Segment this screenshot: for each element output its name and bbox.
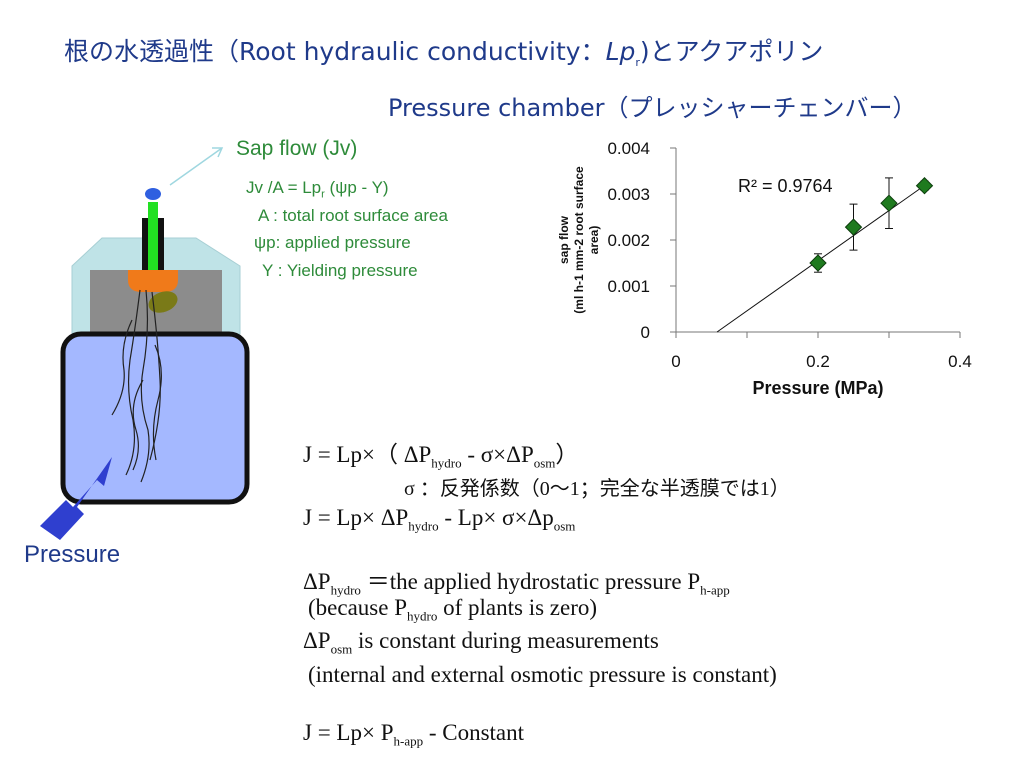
y-axis-title-line: sap flow [557,215,571,264]
eq-8: J = Lp× Ph-app - Constant [303,720,525,749]
title-lp: Lp [605,37,636,66]
x-tick-label: 0.4 [948,352,972,371]
data-point [809,254,827,272]
y-tick-label: 0.003 [607,185,650,204]
eq-6: ΔPosm is constant during measurements [303,628,659,657]
trendline [716,182,929,333]
formula-jv: Jv /A = Lpr (ψp - Y) [246,178,389,201]
data-point [880,194,898,212]
pressure-arrow [40,457,112,540]
y-tick-label: 0.001 [607,277,650,296]
pressure-label: Pressure [24,541,121,568]
eq-4: ΔPhydro ＝the applied hydrostatic pressur… [303,569,730,598]
eq-7: (internal and external osmotic pressure … [308,662,777,687]
y-axis-title-line: (ml h-1 mm-2 root surface [572,166,586,314]
sap-droplet [145,188,161,200]
x-tick-label: 0.2 [806,352,830,371]
pressure-chamber-diagram [40,147,250,540]
def-y: Y : Yielding pressure [262,261,418,280]
page-subtitle: Pressure chamber（プレッシャーチェンバー） [388,94,917,122]
y-tick-label: 0.004 [607,139,650,158]
sap-flow-chart: 0 0.001 0.002 0.003 0.004 0 0.2 0.4 R² = 0.9764P… [557,139,972,398]
eq-5: (because Phydro of plants is zero) [308,595,598,624]
x-axis-title: Pressure (MPa) [752,378,883,398]
eq-3: J = Lp× ΔPhydro - Lp× σ×Δposm [303,505,576,534]
y-tick-label: 0 [641,323,650,342]
eq-2: σ ：反発係数（0〜1；完全な半透膜では1） [404,478,790,500]
title-text: 根の水透過性（Root hydraulic conductivity： [64,37,606,66]
x-tick-label: 0 [671,352,680,371]
data-point [844,218,863,236]
def-a: A : total root surface area [258,206,448,225]
def-psi: ψp: applied pressure [254,233,411,252]
roots [111,289,162,483]
r-squared-label: R² = 0.9764 [738,176,833,196]
sap-arrow [169,147,223,186]
eq-1: J = Lp×（ ΔPhydro - σ×ΔPosm） [303,442,579,471]
clamp [128,270,178,292]
page-title: 根の水透過性（Root hydraulic conductivity：Lpr)と… [64,32,823,69]
leaf [148,291,178,313]
sap-flow-label: Sap flow (Jv) [236,137,358,160]
data-point [915,177,934,195]
y-axis-title-line: area) [587,226,601,255]
title-lp-sub: r [635,56,640,69]
title-end: )とアクアポリン [639,37,824,66]
y-tick-label: 0.002 [607,231,650,250]
stem [148,202,158,270]
